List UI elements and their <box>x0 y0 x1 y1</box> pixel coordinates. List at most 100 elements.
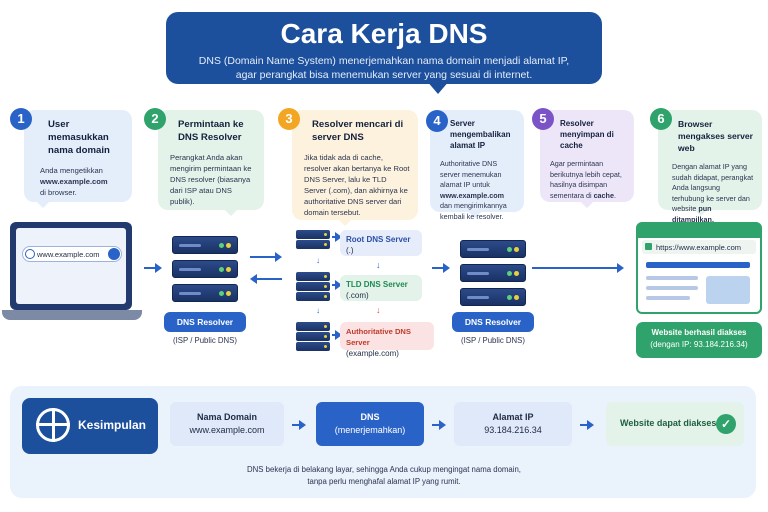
auth-dns-box: Authoritative DNS Server (example.com) <box>340 322 434 358</box>
globe-icon <box>25 249 35 259</box>
conclusion-domain-value: www.example.com <box>189 425 265 435</box>
step-4-bubble: Server mengembalikan alamat IP Authorita… <box>430 110 524 221</box>
down-arrow-icon: ↓ <box>376 260 381 270</box>
step-5-text: Agar permintaan berikutnya lebih cepat, … <box>550 159 626 201</box>
conclusion-domain-box: Nama Domain www.example.com <box>170 402 284 446</box>
arrow-dns-to-resolver <box>250 274 282 284</box>
resolver-2-server-unit <box>460 288 526 306</box>
auth-server-unit <box>296 322 330 331</box>
step-5-bubble: Resolver menyimpan di cache Agar permint… <box>540 110 634 202</box>
step-1-domain: www.example.com <box>40 177 108 186</box>
success-line-1: Website berhasil diakses <box>651 328 747 337</box>
step-2-bubble: Permintaan ke DNS Resolver Perangkat And… <box>158 110 264 210</box>
down-arrow-icon: ↓ <box>316 256 320 265</box>
lock-icon <box>645 243 652 250</box>
step-5-cache: cache <box>593 190 614 200</box>
step-6-bubble: Browser mengakses server web Dengan alam… <box>658 110 762 224</box>
step-4-text-c: dan mengirimkannya kembali ke resolver. <box>440 201 507 221</box>
search-icon <box>108 248 120 260</box>
conclusion-ip-title: Alamat IP <box>492 412 534 422</box>
laptop-display <box>16 228 126 304</box>
resolver-server-unit <box>172 260 238 278</box>
resolver-2-server-unit <box>460 264 526 282</box>
step-4-title: Server mengembalikan alamat IP <box>450 119 511 150</box>
text-line-placeholder <box>646 276 698 280</box>
arrow-domain-to-dns <box>292 420 306 430</box>
auth-server-unit <box>296 342 330 351</box>
down-arrow-icon: ↓ <box>376 305 381 315</box>
auth-server-unit <box>296 332 330 341</box>
arrow-resolver-to-dns <box>250 252 282 262</box>
resolver-2-caption: (ISP / Public DNS) <box>461 336 525 345</box>
step-2-title: Permintaan ke DNS Resolver <box>178 119 244 143</box>
step-1-bubble: User memasukkan nama domain Anda mengeti… <box>24 110 132 202</box>
page-title: Cara Kerja DNS <box>280 18 488 49</box>
conclusion-note-line-2: tanpa perlu menghafal alamat IP yang rum… <box>307 477 461 486</box>
tld-dns-sub: (.com) <box>346 291 369 300</box>
resolver-caption: (ISP / Public DNS) <box>173 336 237 345</box>
image-icon <box>706 276 750 304</box>
conclusion-note: DNS bekerja di belakang layar, sehingga … <box>140 464 628 488</box>
arrow-to-tld <box>332 280 342 290</box>
step-5-text-a: Agar permintaan berikutnya lebih cepat, … <box>550 159 622 200</box>
step-6-number: 6 <box>650 108 672 130</box>
step-5-number: 5 <box>532 108 554 130</box>
conclusion-domain-title: Nama Domain <box>196 412 258 422</box>
step-4-text-a: Authoritative DNS server menemukan alama… <box>440 159 502 189</box>
step-6-title: Browser mengakses server web <box>678 119 754 153</box>
conclusion-label: Kesimpulan <box>78 418 147 432</box>
step-3-title: Resolver mencari di server DNS <box>312 119 404 143</box>
step-1-number: 1 <box>10 108 32 130</box>
arrow-laptop-to-resolver <box>144 263 162 273</box>
title-banner: Cara Kerja DNS DNS (Domain Name System) … <box>166 12 602 84</box>
tld-server-unit <box>296 292 330 301</box>
root-server-unit <box>296 240 330 249</box>
laptop-url-text: www.example.com <box>37 250 100 259</box>
step-6-text-b: pun ditampilkan. <box>672 204 714 224</box>
arrow-to-resolver-2 <box>432 263 450 273</box>
step-5-text-c: . <box>613 190 616 200</box>
auth-dns-name: Authoritative DNS Server <box>346 327 411 347</box>
arrow-to-auth <box>332 330 342 340</box>
step-1-text: Anda mengetikkan www.example.com di brow… <box>34 165 124 198</box>
laptop-address-bar <box>22 246 122 262</box>
conclusion-dns-title: DNS <box>360 412 380 422</box>
tld-dns-box: TLD DNS Server (.com) <box>340 275 422 301</box>
title-pointer <box>426 80 450 94</box>
step-2-number: 2 <box>144 108 166 130</box>
step-1-text-a: Anda mengetikkan <box>40 166 103 175</box>
conclusion-dns-value: (menerjemahkan) <box>334 425 406 435</box>
tld-dns-name: TLD DNS Server <box>346 280 408 289</box>
arrow-to-browser <box>532 263 624 273</box>
browser-toolbar <box>638 224 760 238</box>
root-server-unit <box>296 230 330 239</box>
subtitle-line-2: agar perangkat bisa menemukan server yan… <box>235 69 533 81</box>
resolver-server-unit <box>172 236 238 254</box>
step-4-domain: www.example.com <box>440 190 505 200</box>
root-dns-sub: (.) <box>346 246 354 255</box>
step-6-text-a: Dengan alamat IP yang sudah didapat, per… <box>672 162 754 213</box>
text-line-placeholder <box>646 286 698 290</box>
tld-server-unit <box>296 272 330 281</box>
step-3-text: Jika tidak ada di cache, resolver akan b… <box>304 153 410 217</box>
arrow-dns-to-ip <box>432 420 446 430</box>
arrow-ip-to-result <box>580 420 594 430</box>
conclusion-ip-box: Alamat IP 93.184.216.34 <box>454 402 572 446</box>
browser-url-text: https://www.example.com <box>656 243 742 252</box>
conclusion-note-line-1: DNS bekerja di belakang layar, sehingga … <box>247 465 521 474</box>
tld-server-unit <box>296 282 330 291</box>
step-2-text: Perangkat Anda akan mengirim permintaan … <box>170 153 252 206</box>
laptop-base <box>2 310 142 320</box>
conclusion-dns-box: DNS (menerjemahkan) <box>316 402 424 446</box>
step-1-title: User memasukkan nama domain <box>48 119 110 156</box>
step-5-title: Resolver menyimpan di cache <box>560 119 614 150</box>
step-4-number: 4 <box>426 110 448 132</box>
step-3-number: 3 <box>278 108 300 130</box>
text-line-placeholder <box>646 296 690 300</box>
arrow-to-root <box>332 232 342 242</box>
resolver-label: DNS Resolver <box>164 312 246 332</box>
page-header-placeholder <box>646 262 750 268</box>
down-arrow-icon: ↓ <box>316 306 320 315</box>
step-4-text: Authoritative DNS server menemukan alama… <box>440 159 516 222</box>
resolver-server-unit <box>172 284 238 302</box>
